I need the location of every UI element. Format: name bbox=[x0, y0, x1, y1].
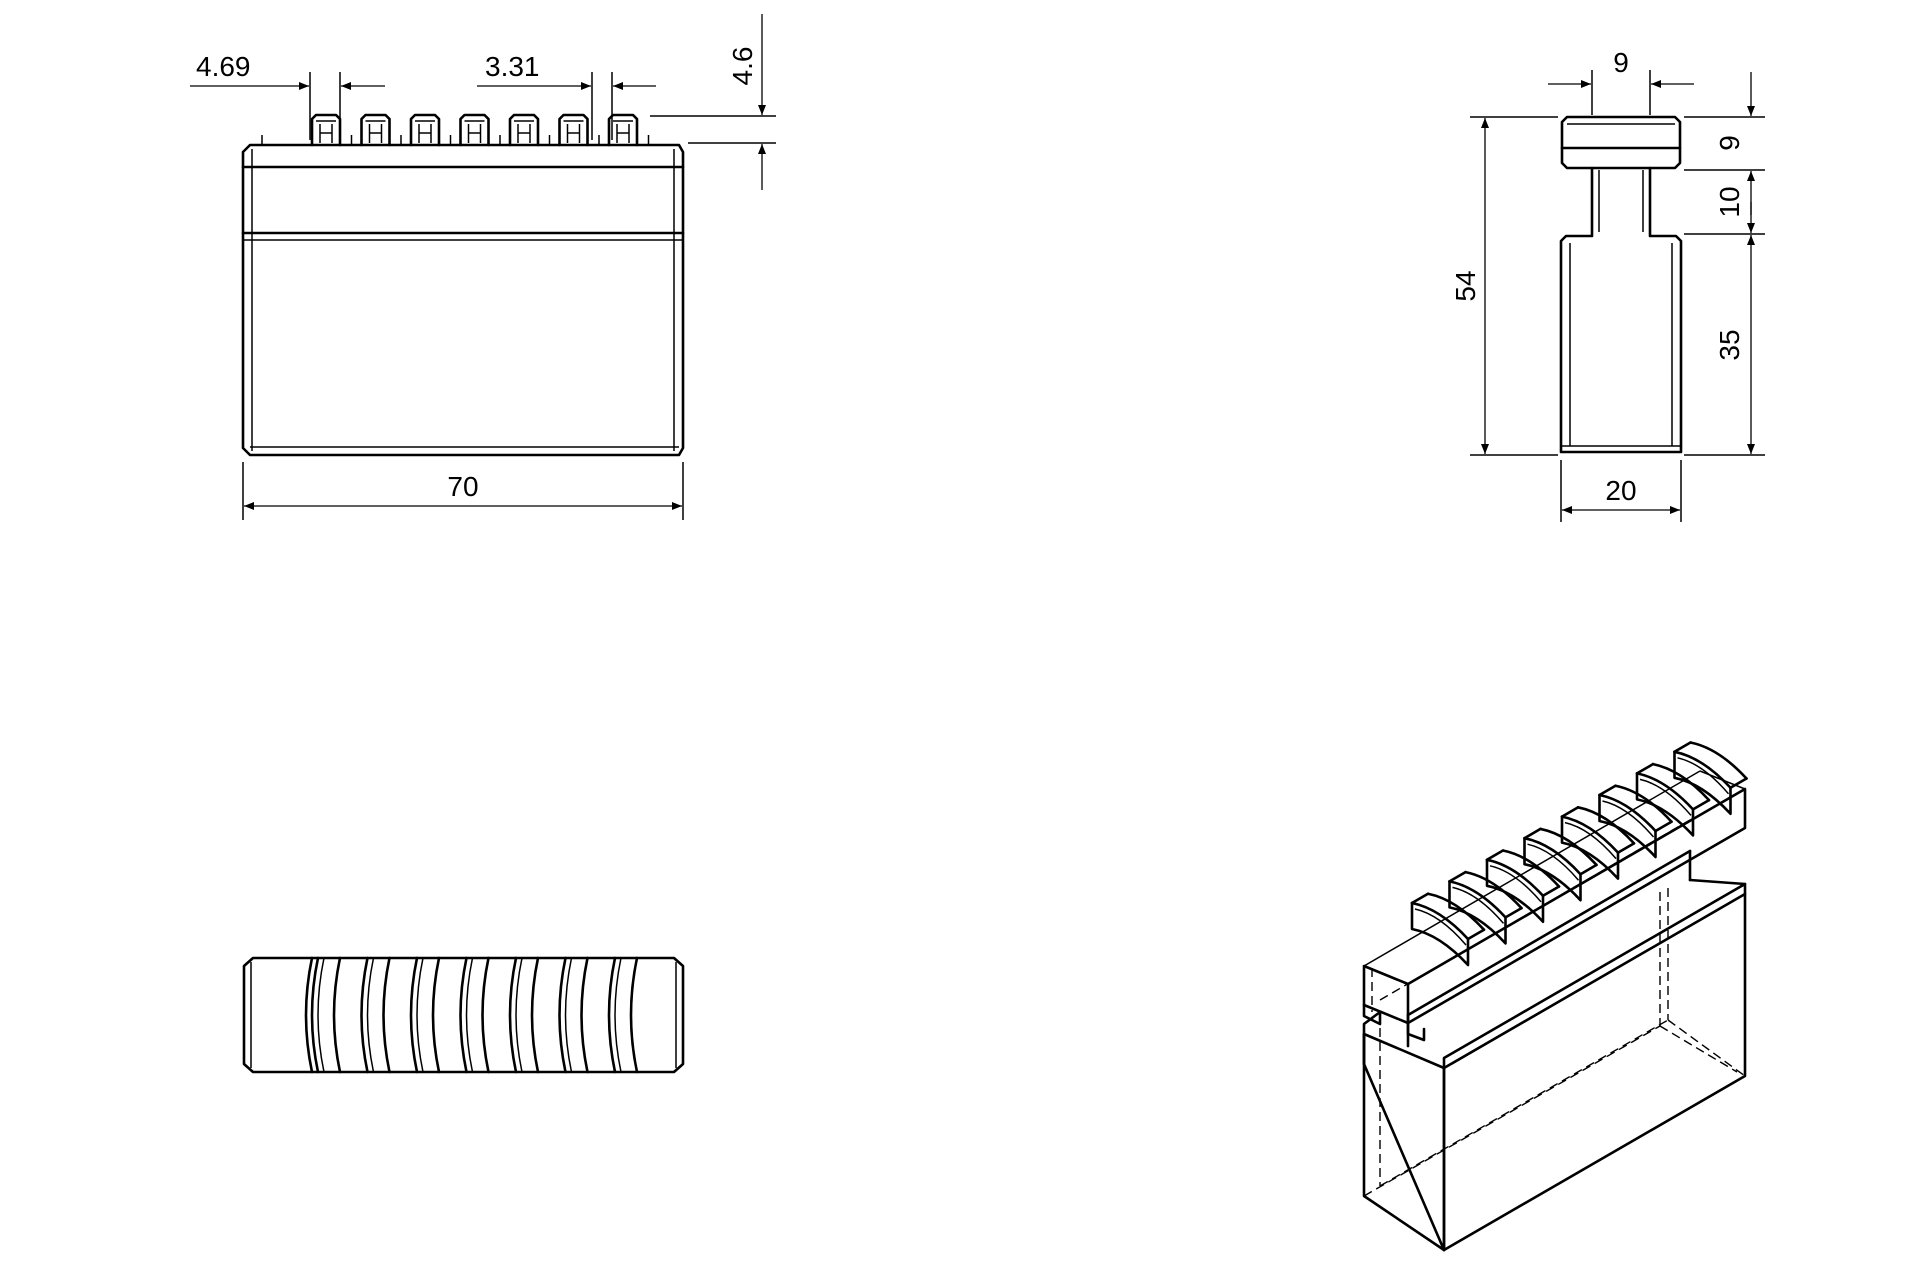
top-rib bbox=[360, 956, 391, 1074]
dim-neck-height: 10 bbox=[1714, 186, 1745, 217]
iso-rib bbox=[1635, 762, 1711, 837]
dim-tongue-width: 9 bbox=[1613, 47, 1629, 78]
top-rib bbox=[409, 956, 441, 1074]
dim-overall-height: 54 bbox=[1450, 270, 1481, 301]
front-tooth bbox=[558, 113, 589, 147]
side-dimensions: 9 54 9 10 35 20 bbox=[1450, 47, 1765, 522]
front-view bbox=[241, 113, 685, 457]
dim-tooth-width: 3.31 bbox=[485, 51, 540, 82]
front-tooth bbox=[607, 113, 639, 147]
front-tooth bbox=[360, 113, 391, 147]
top-view bbox=[242, 956, 685, 1074]
top-rib bbox=[310, 956, 342, 1074]
dim-tooth-height: 4.6 bbox=[727, 47, 758, 86]
top-rib bbox=[459, 956, 490, 1074]
front-dimensions: 4.69 3.31 4.6 70 bbox=[190, 14, 776, 520]
dim-body-height: 35 bbox=[1714, 329, 1745, 360]
iso-rib bbox=[1673, 741, 1748, 816]
isometric-ribs bbox=[1410, 741, 1748, 967]
dim-body-width: 20 bbox=[1605, 475, 1636, 506]
iso-rib bbox=[1410, 892, 1486, 967]
top-rib bbox=[607, 956, 639, 1074]
iso-rib bbox=[1560, 806, 1636, 880]
isometric-view bbox=[1362, 741, 1748, 1252]
iso-rib bbox=[1523, 827, 1598, 902]
dim-tooth-pitch: 4.69 bbox=[196, 51, 251, 82]
iso-rib bbox=[1448, 870, 1523, 945]
dim-head-height: 9 bbox=[1714, 135, 1745, 151]
top-rib bbox=[558, 956, 589, 1074]
side-view bbox=[1559, 115, 1683, 454]
iso-rib bbox=[1485, 849, 1561, 924]
front-tooth bbox=[409, 113, 441, 147]
front-tooth bbox=[459, 113, 490, 147]
front-tooth-gaps bbox=[261, 135, 650, 145]
top-rib bbox=[508, 956, 540, 1074]
dim-overall-length: 70 bbox=[447, 471, 478, 502]
front-tooth bbox=[310, 113, 342, 147]
top-ribs bbox=[304, 956, 639, 1074]
top-rib-edge bbox=[304, 956, 314, 1074]
iso-rib bbox=[1598, 784, 1673, 859]
front-teeth bbox=[261, 113, 650, 147]
front-tooth bbox=[508, 113, 540, 147]
